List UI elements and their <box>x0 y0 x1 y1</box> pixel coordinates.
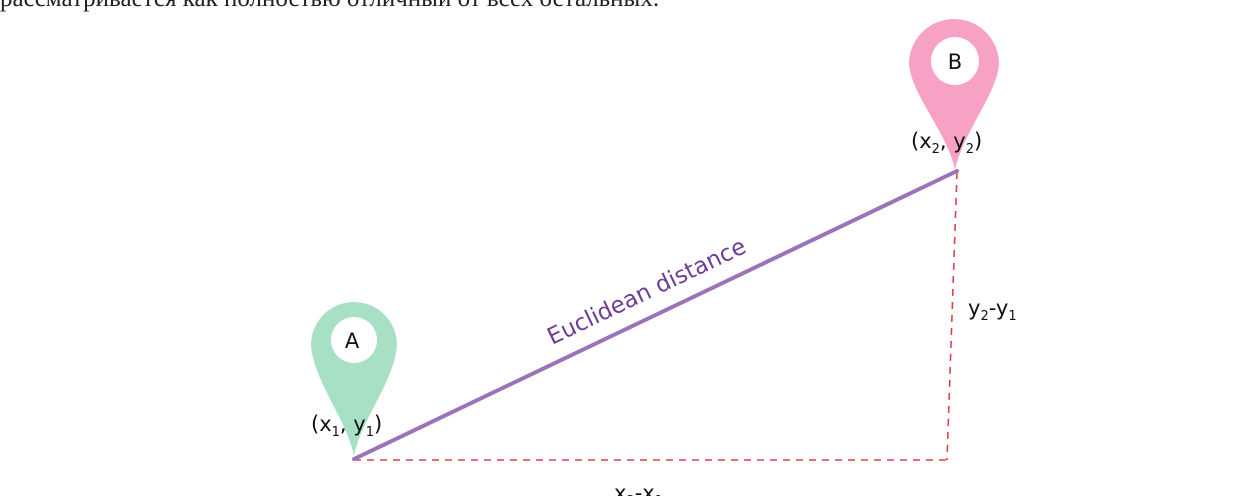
pin-b-letter: B <box>948 50 962 74</box>
cutoff-paragraph-text: рассматривается как полностью отличный о… <box>0 0 659 13</box>
dy-dashed-line <box>946 171 958 461</box>
point-a-coordinates: (x1, y1) <box>311 412 382 440</box>
dy-label: y2-y1 <box>968 296 1017 324</box>
dx-label: x2-x1 <box>614 481 663 496</box>
point-b-coordinates: (x2, y2) <box>911 129 982 157</box>
pin-b-marker-icon: B <box>909 19 999 170</box>
pin-a-letter: A <box>345 329 360 353</box>
pin-a-marker-icon: A <box>311 302 397 456</box>
euclidean-distance-line <box>352 169 959 461</box>
euclidean-distance-label: Euclidean distance <box>543 234 750 351</box>
